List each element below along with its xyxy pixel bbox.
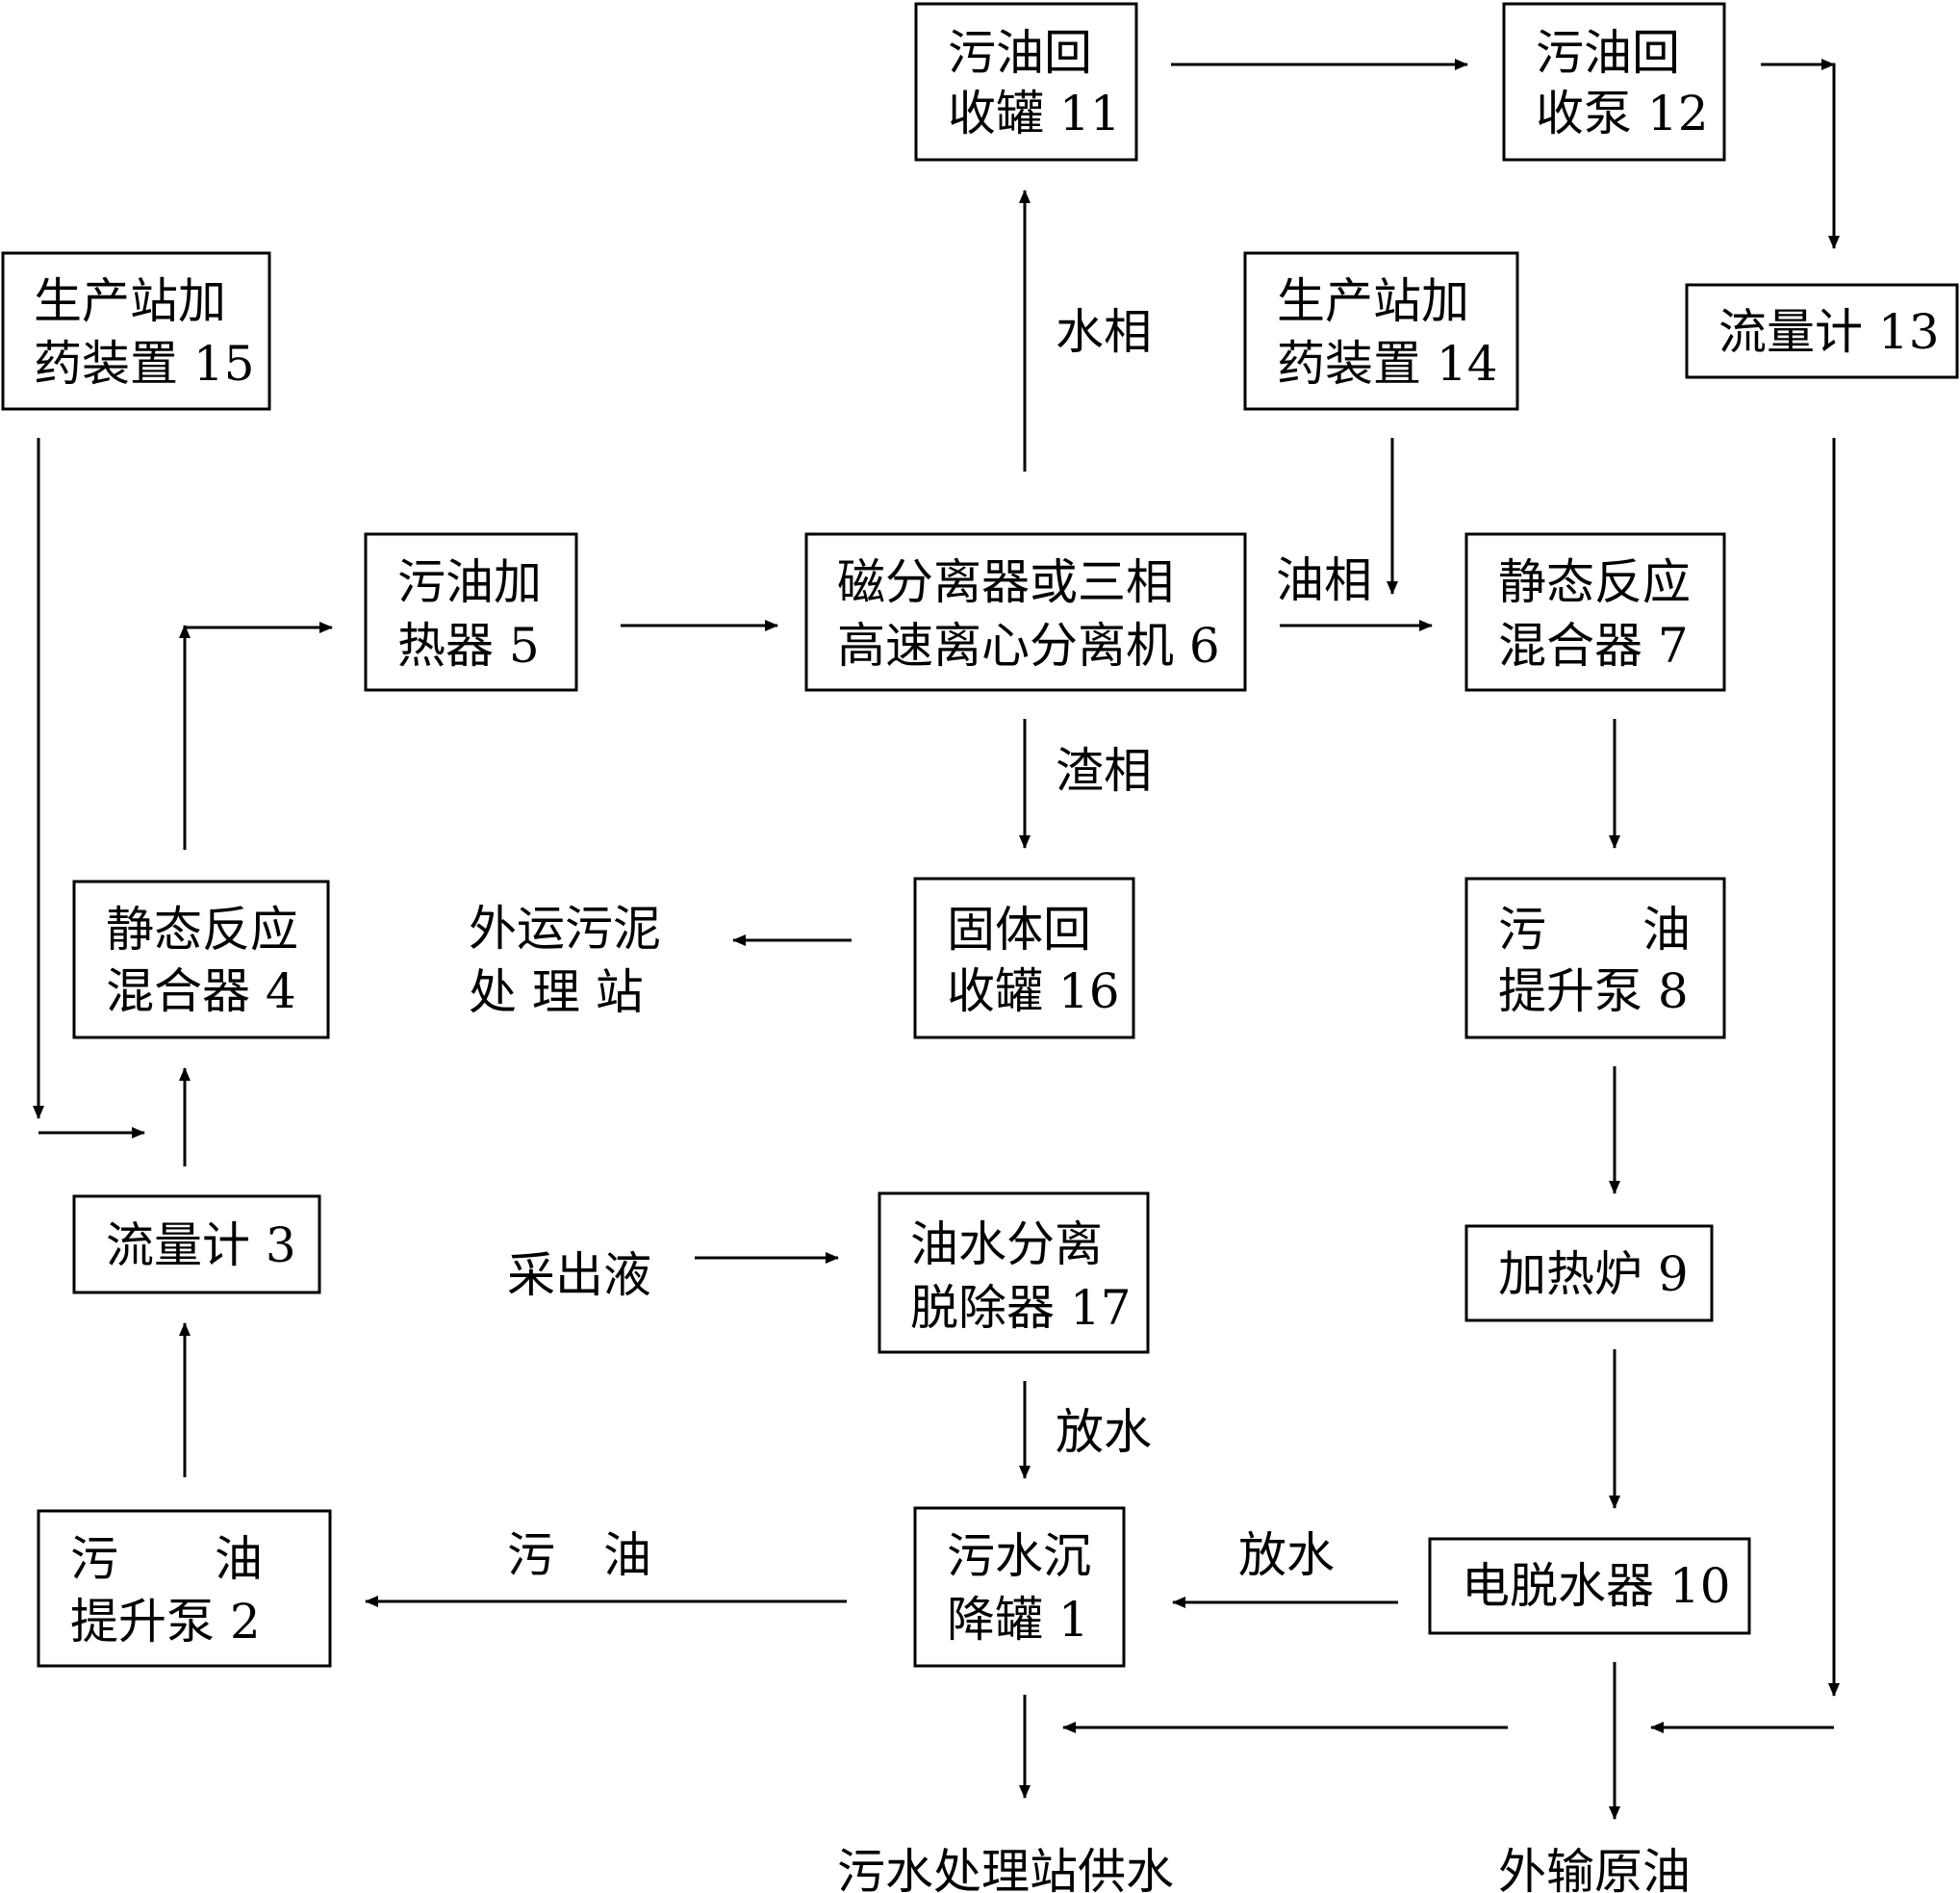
node-17-line-1: 油水分离 bbox=[910, 1216, 1103, 1272]
node-11-line-1: 污油回 bbox=[948, 25, 1092, 81]
node-12-line-1: 污油回 bbox=[1536, 25, 1680, 81]
node-6-line-2: 高速离心分离机 6 bbox=[837, 618, 1220, 674]
node-electric-dehydrator-10: 电脱水器 10 bbox=[1428, 1537, 1751, 1635]
node-8-line-1: 污 油 bbox=[1498, 902, 1691, 958]
node-flowmeter-3: 流量计 3 bbox=[72, 1194, 321, 1294]
node-7-line-2: 混合器 7 bbox=[1498, 618, 1689, 674]
node-3-line-1: 流量计 3 bbox=[106, 1217, 296, 1273]
node-flowmeter-13: 流量计 13 bbox=[1685, 283, 1959, 379]
node-6-line-1: 磁分离器或三相 bbox=[837, 554, 1174, 610]
node-static-mixer-4: 静态反应 混合器 4 bbox=[72, 880, 330, 1039]
node-17-line-2: 脱除器 17 bbox=[910, 1280, 1132, 1336]
arrow-12-to-13 bbox=[1761, 63, 1840, 249]
node-15-line-2: 药装置 15 bbox=[34, 336, 255, 392]
node-1-line-2: 降罐 1 bbox=[947, 1592, 1089, 1648]
node-solids-recovery-tank-16: 固体回 收罐 16 bbox=[913, 877, 1135, 1039]
node-dirty-oil-heater-5: 污油加 热器 5 bbox=[364, 532, 578, 692]
node-dirty-oil-lift-pump-8: 污 油 提升泵 8 bbox=[1464, 877, 1726, 1039]
label-drain-water-17: 放水 bbox=[1056, 1404, 1152, 1460]
label-export-crude: 外输原油 bbox=[1498, 1844, 1691, 1893]
label-drain-water-10: 放水 bbox=[1238, 1527, 1335, 1583]
node-dosing-device-14: 生产站加 药装置 14 bbox=[1243, 251, 1519, 411]
node-11-line-2: 收罐 11 bbox=[948, 86, 1121, 141]
node-dirty-oil-lift-pump-2: 污 油 提升泵 2 bbox=[37, 1509, 332, 1668]
label-oil-phase: 油相 bbox=[1276, 552, 1372, 608]
node-13-line-1: 流量计 13 bbox=[1718, 304, 1940, 360]
node-2-line-2: 提升泵 2 bbox=[70, 1594, 261, 1650]
connectors bbox=[33, 59, 1840, 1820]
node-heating-furnace-9: 加热炉 9 bbox=[1464, 1224, 1714, 1322]
node-9-line-1: 加热炉 9 bbox=[1498, 1246, 1689, 1302]
node-dosing-device-15: 生产站加 药装置 15 bbox=[1, 251, 271, 411]
node-5-line-2: 热器 5 bbox=[397, 618, 540, 674]
node-2-line-1: 污 油 bbox=[70, 1531, 263, 1587]
node-8-line-2: 提升泵 8 bbox=[1498, 963, 1689, 1019]
node-1-line-1: 污水沉 bbox=[947, 1528, 1091, 1584]
node-sewage-settling-tank-1: 污水沉 降罐 1 bbox=[913, 1506, 1126, 1668]
label-slag-phase: 渣相 bbox=[1056, 743, 1152, 799]
label-sludge-station-2: 处 理 站 bbox=[469, 964, 644, 1020]
label-dirty-oil: 污 油 bbox=[507, 1527, 651, 1583]
label-produced-fluid: 采出液 bbox=[507, 1247, 651, 1303]
node-4-line-1: 静态反应 bbox=[106, 902, 298, 958]
node-5-line-1: 污油加 bbox=[397, 554, 542, 610]
node-7-line-1: 静态反应 bbox=[1498, 554, 1691, 610]
label-water-phase: 水相 bbox=[1056, 304, 1152, 360]
node-16-line-1: 固体回 bbox=[947, 902, 1091, 958]
node-16-line-2: 收罐 16 bbox=[947, 963, 1120, 1019]
node-dirty-oil-recovery-pump-12: 污油回 收泵 12 bbox=[1502, 2, 1726, 162]
node-static-mixer-7: 静态反应 混合器 7 bbox=[1464, 532, 1726, 692]
node-14-line-1: 生产站加 bbox=[1277, 273, 1469, 329]
node-dirty-oil-recovery-tank-11: 污油回 收罐 11 bbox=[914, 2, 1138, 162]
node-separator-6: 磁分离器或三相 高速离心分离机 6 bbox=[804, 532, 1247, 692]
label-sewage-supply: 污水处理站供水 bbox=[837, 1844, 1174, 1893]
node-14-line-2: 药装置 14 bbox=[1277, 336, 1498, 392]
node-10-line-1: 电脱水器 10 bbox=[1462, 1558, 1731, 1614]
node-15-line-1: 生产站加 bbox=[34, 273, 226, 329]
node-oil-water-separator-17: 油水分离 脱除器 17 bbox=[878, 1191, 1150, 1354]
label-sludge-station-1: 外运污泥 bbox=[469, 901, 661, 957]
node-12-line-2: 收泵 12 bbox=[1536, 86, 1709, 141]
node-4-line-2: 混合器 4 bbox=[106, 963, 296, 1019]
